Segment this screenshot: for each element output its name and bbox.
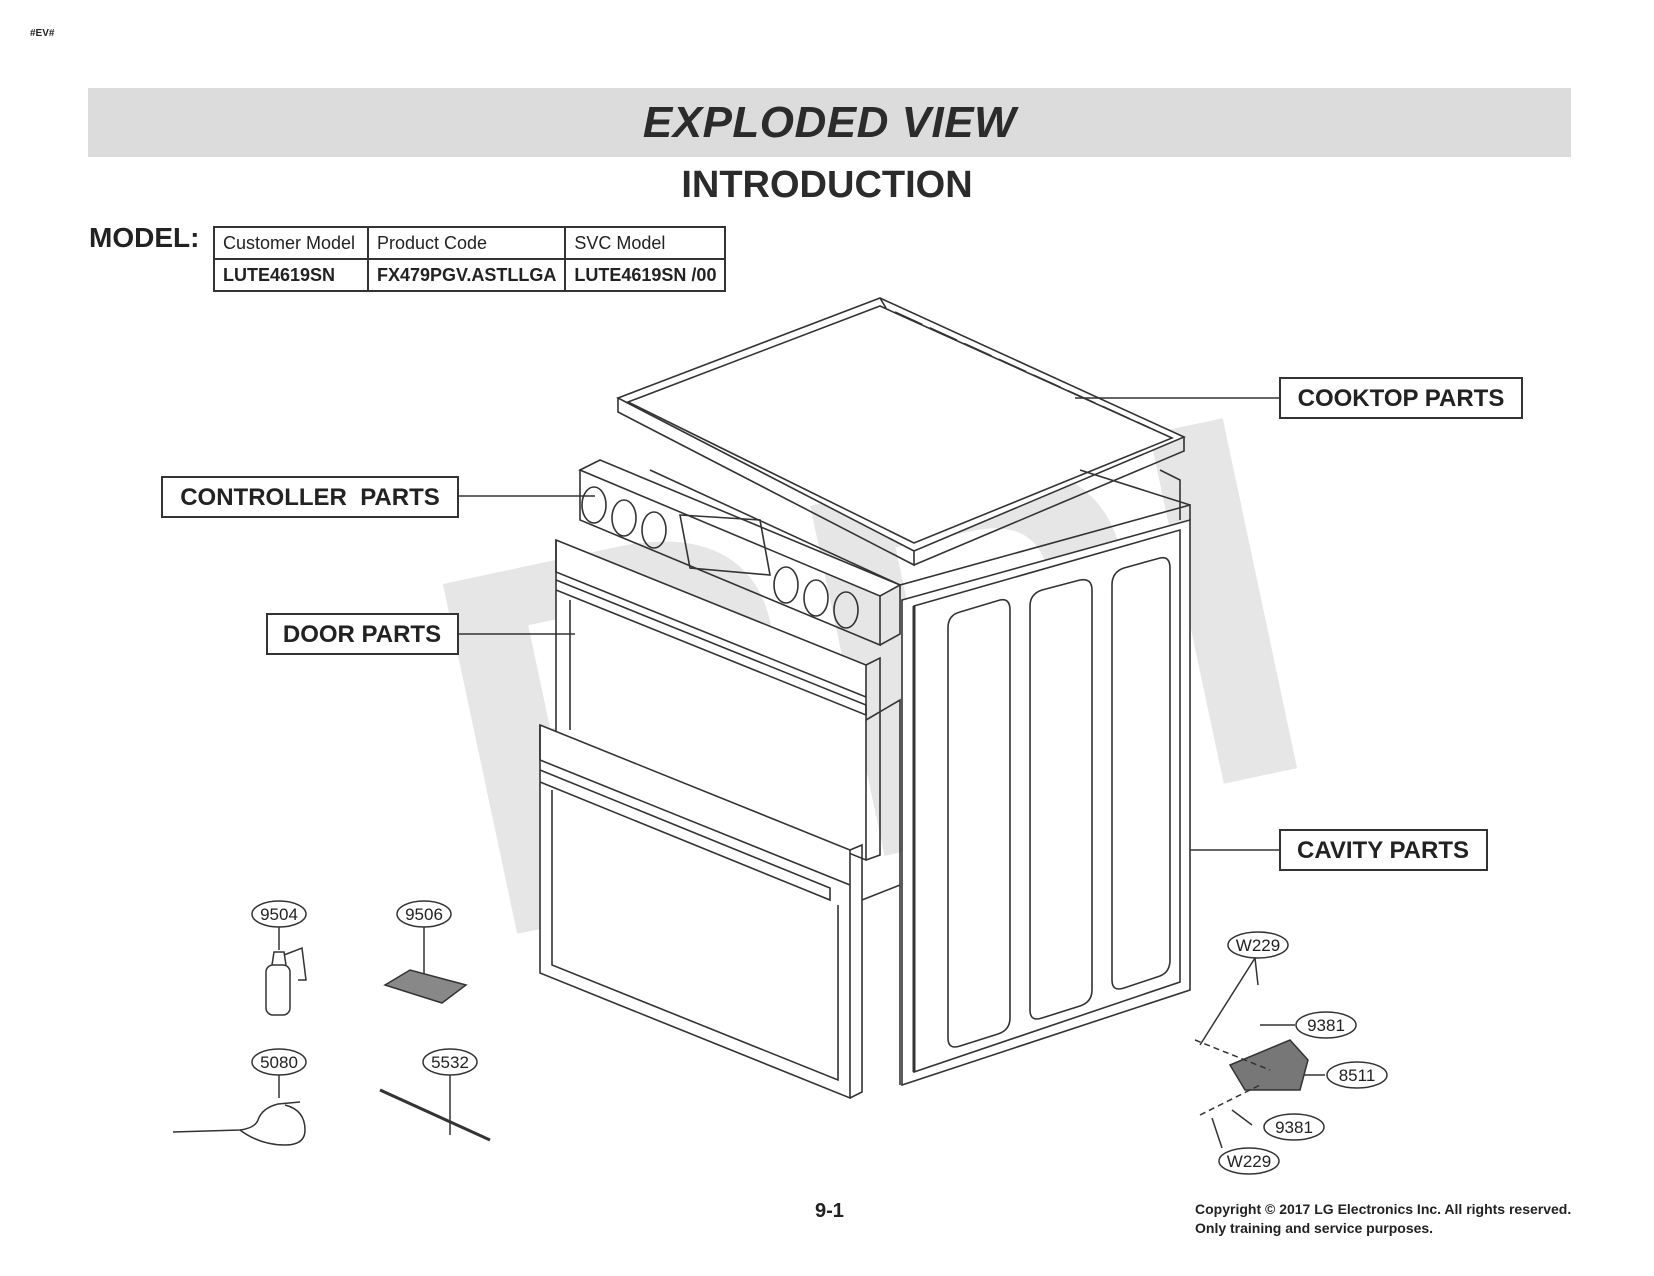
rod-part-icon (379, 1088, 491, 1142)
page-number: 9-1 (815, 1200, 844, 1222)
cabinet-top-frame (649, 469, 1191, 586)
copyright-line-1: Copyright © 2017 LG Electronics Inc. All… (1195, 1201, 1572, 1217)
part-w229-bottom: W229 (1227, 1152, 1271, 1171)
control-panel (578, 459, 902, 647)
model-value-product: FX479PGV.ASTLLGA (366, 258, 567, 292)
cooktop-glass (616, 297, 1186, 567)
label-cooktop-parts: COOKTOP PARTS (1298, 385, 1505, 412)
spray-bottle-icon (265, 946, 307, 1016)
leader-lines (278, 397, 1325, 1149)
model-value-svc: LUTE4619SN /00 (564, 258, 727, 292)
page-title: EXPLODED VIEW (642, 97, 1017, 147)
accessories (172, 946, 1309, 1146)
part-9381-bottom: 9381 (1275, 1118, 1313, 1137)
lower-door (539, 723, 863, 1100)
model-header-svc: SVC Model (564, 226, 727, 260)
model-table-header-row: Customer Model Product Code SVC Model (213, 226, 727, 260)
bracket-part-icon (1194, 1039, 1309, 1116)
part-5532: 5532 (431, 1053, 469, 1072)
copyright-notice: Copyright © 2017 LG Electronics Inc. All… (1195, 1200, 1571, 1238)
label-controller-parts: CONTROLLER PARTS (180, 484, 440, 511)
page-subtitle: INTRODUCTION (681, 164, 973, 206)
range-drawing (539, 297, 1191, 1100)
part-bubbles: 9504 9506 5080 5532 W229 9381 8511 9381 … (251, 900, 1388, 1175)
part-9506: 9506 (405, 905, 443, 924)
label-cavity-parts: CAVITY PARTS (1297, 837, 1469, 864)
part-9381-top: 9381 (1307, 1016, 1345, 1035)
meat-probe-icon (172, 1101, 306, 1146)
copyright-line-2: Only training and service purposes. (1195, 1220, 1434, 1236)
model-header-product: Product Code (366, 226, 567, 260)
upper-door (555, 538, 881, 862)
part-8511: 8511 (1339, 1066, 1376, 1085)
model-table-value-row: LUTE4619SN FX479PGV.ASTLLGA LUTE4619SN /… (213, 258, 727, 292)
part-w229-top: W229 (1236, 936, 1280, 955)
cavity-inner (861, 698, 901, 1085)
page-tag: #EV# (30, 28, 55, 39)
model-table: Customer Model Product Code SVC Model LU… (213, 226, 727, 292)
cabinet-side (901, 518, 1191, 1087)
label-door-parts: DOOR PARTS (283, 621, 441, 648)
model-header-customer: Customer Model (213, 226, 369, 260)
cleaning-pad-icon (383, 969, 468, 1004)
part-5080: 5080 (260, 1053, 298, 1072)
title-band: EXPLODED VIEW (88, 88, 1571, 157)
part-9504: 9504 (260, 905, 298, 924)
model-label: MODEL: (89, 222, 200, 253)
section-labels: COOKTOP PARTS CONTROLLER PARTS DOOR PART… (161, 377, 1523, 871)
model-value-customer: LUTE4619SN (213, 258, 369, 292)
